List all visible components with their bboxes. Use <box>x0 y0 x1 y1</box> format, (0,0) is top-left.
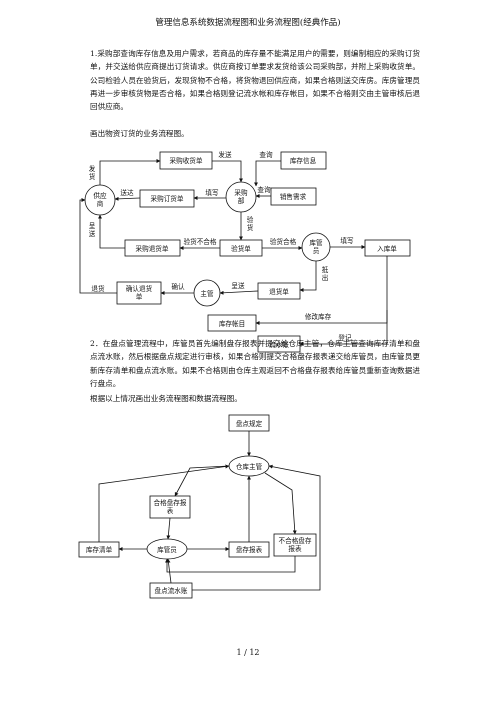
inventory-info-doc <box>280 151 327 170</box>
unqualified-label: 验货不合格 <box>184 237 217 246</box>
storekeeper-label: 库管员 <box>309 238 323 255</box>
section-2-paragraph: 2．在盘点管理流程中，库管员首先编制盘存报表并提交给仓库主管，仓库主管查询库存清… <box>90 339 420 388</box>
fill-label-2: 填写 <box>340 236 354 245</box>
inventory-info-label: 库存信息 <box>290 156 317 165</box>
unqualified-report-label: 不合格盘存报表 <box>279 536 312 553</box>
manager-label: 主管 <box>200 289 214 298</box>
purchasing-label: 采购部 <box>234 188 248 205</box>
query-label-2: 查询 <box>257 185 271 194</box>
page-number: 1 / 12 <box>236 648 260 657</box>
present-label: 呈送 <box>89 222 96 238</box>
inbound-label: 入库单 <box>377 244 397 253</box>
query-label-1: 查询 <box>259 150 273 159</box>
qualified-label: 验货合格 <box>270 237 297 246</box>
count-ledger-label: 盘点流水账 <box>155 586 188 595</box>
send-label-1: 发送 <box>218 150 232 159</box>
inventory-list-label: 库存清单 <box>86 545 113 554</box>
order-label: 采购订货单 <box>151 194 184 203</box>
label-line: 报表 <box>288 544 302 553</box>
check-label: 抵出 <box>322 265 329 282</box>
label-line: 货 <box>89 172 96 181</box>
label-line: 员 <box>313 247 320 255</box>
warehouse-manager-label: 仓库主管 <box>236 462 263 471</box>
label-line: 单 <box>136 292 143 301</box>
storekeeper-label-2: 库管员 <box>157 545 177 554</box>
flow-ledger-label: 流水帐 <box>269 340 289 349</box>
inspection-label: 验货单 <box>231 244 251 253</box>
confirm-return-label: 确认退货单 <box>126 284 153 301</box>
returned-goods-label: 退货单 <box>269 287 289 296</box>
return-note-label: 采购退货单 <box>136 244 169 253</box>
receipt-label: 采购收货单 <box>170 156 203 165</box>
fill-label-1: 填写 <box>205 188 219 197</box>
label-line: 表 <box>167 506 174 515</box>
inventory-report-label: 盘存报表 <box>236 545 263 554</box>
rules-label: 盘点规定 <box>236 419 263 428</box>
confirm-label: 确认 <box>171 282 185 291</box>
label-line: 送 <box>89 229 96 238</box>
register-label: 登记 <box>338 333 352 342</box>
sales-demand-doc <box>270 187 317 206</box>
sales-demand-label: 销售需求 <box>280 192 307 201</box>
section-1-subtitle: 画出物资订货的业务流程图。 <box>90 129 189 138</box>
modify-inventory-label: 修改库存 <box>305 312 332 321</box>
return-label: 退货 <box>91 284 105 293</box>
section-1-paragraph: 1.采购部查询库存信息及用户需求，若商品的库存量不能满足用户的需要，则编制相应的… <box>90 49 420 112</box>
label-line: 货 <box>247 223 254 232</box>
label-line: 出 <box>322 273 329 282</box>
ship-label: 发货 <box>89 164 96 181</box>
section-2-subtitle: 根据以上情况画出业务流程图和数据流程图。 <box>90 394 242 403</box>
label-line: 商 <box>97 199 104 208</box>
inspect-label: 验货 <box>247 215 254 232</box>
qualified-report-label: 合格盘存报表 <box>154 498 187 515</box>
inventory-ledger-label: 库存帐目 <box>219 319 245 328</box>
document-header: 管理信息系统数据流程图和业务流程图(经典作品) <box>155 18 341 28</box>
label-line: 部 <box>238 196 245 205</box>
supplier-label: 供应商 <box>93 191 107 208</box>
deliver-label: 呈送 <box>231 281 245 290</box>
send-label-2: 送达 <box>120 188 134 197</box>
